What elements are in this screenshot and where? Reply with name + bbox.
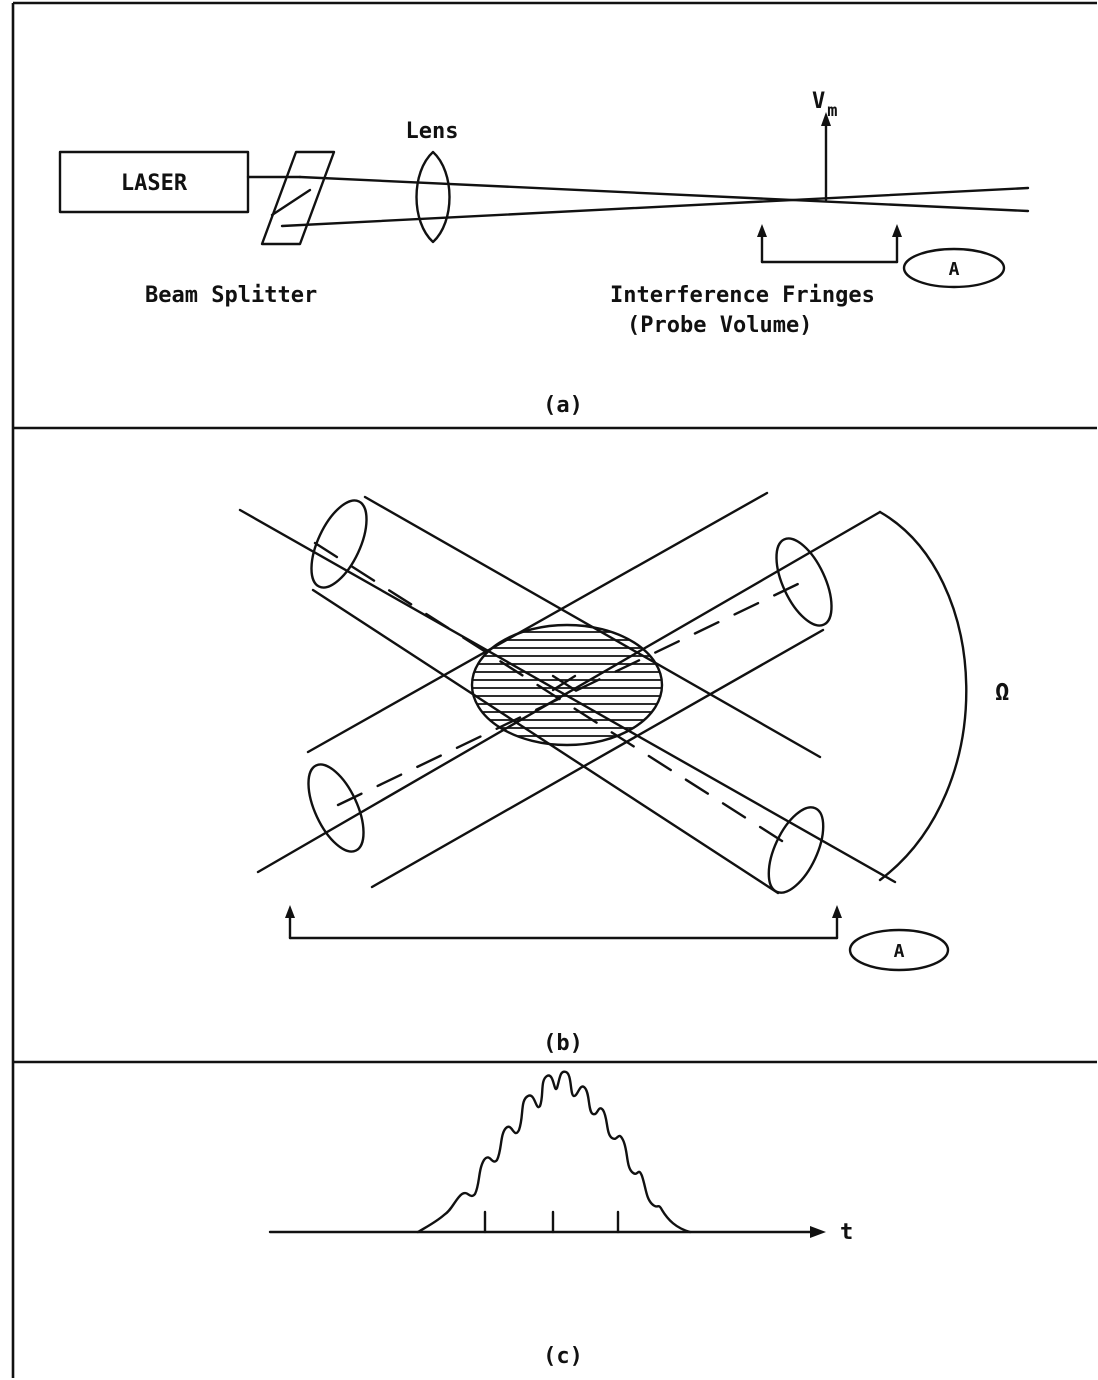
laser-box <box>58 150 250 214</box>
caption-a: (a) <box>543 393 583 418</box>
svg-text:A: A <box>894 941 905 962</box>
beam-cylinder-2 <box>306 491 833 889</box>
beam-splitter-label: Beam Splitter <box>145 283 317 308</box>
panel-c: t (c) <box>268 1070 853 1369</box>
doppler-burst-signal <box>416 1070 692 1234</box>
caption-c: (c) <box>543 1344 583 1369</box>
lens-label: Lens <box>406 119 459 144</box>
lower-beam <box>280 186 1030 228</box>
probe-volume-label: (Probe Volume) <box>627 313 812 338</box>
upper-beam <box>298 175 1030 213</box>
fringes-label: Interference Fringes <box>610 283 875 308</box>
lens <box>415 150 451 244</box>
angle-arc <box>878 510 968 882</box>
laser-label: LASER <box>121 171 188 196</box>
figure-frame <box>11 1 1097 1378</box>
panel-b: Ω A (b) <box>238 491 1009 1056</box>
time-axis-label: t <box>840 1220 853 1245</box>
section-marker-a-bottom <box>848 928 950 972</box>
svg-text:A: A <box>949 259 960 280</box>
probe-volume-fringes <box>470 623 664 747</box>
section-marker-a-top <box>902 247 1006 289</box>
angle-label: Ω <box>995 678 1009 706</box>
caption-b: (b) <box>543 1031 583 1056</box>
